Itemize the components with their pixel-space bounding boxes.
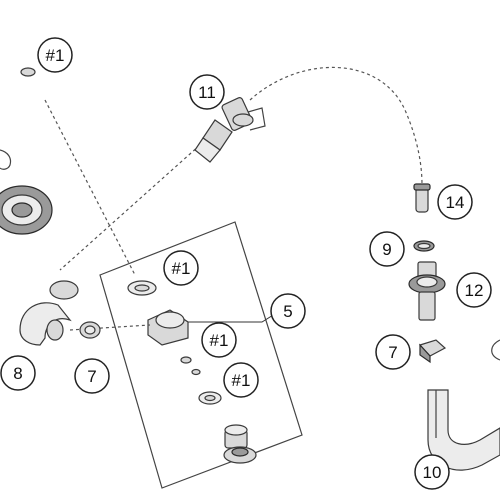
washer-top bbox=[20, 67, 36, 77]
svg-text:5: 5 bbox=[283, 302, 292, 321]
callout-c3: 14 bbox=[437, 184, 473, 220]
part-10-hose bbox=[427, 339, 500, 471]
part-7-clamp-right bbox=[418, 339, 447, 364]
callout-c6: #1 bbox=[163, 250, 199, 286]
leader-dotted-1 bbox=[44, 99, 136, 276]
callout-c2: 11 bbox=[189, 74, 225, 110]
svg-text:14: 14 bbox=[446, 193, 465, 212]
callout-c8: #1 bbox=[201, 322, 237, 358]
part-14-screw bbox=[413, 183, 431, 213]
callout-c13: 10 bbox=[414, 454, 450, 490]
box-contents bbox=[127, 280, 257, 464]
svg-text:7: 7 bbox=[388, 343, 397, 362]
svg-text:#1: #1 bbox=[232, 371, 251, 390]
svg-text:9: 9 bbox=[382, 240, 391, 259]
part-11-valve bbox=[194, 97, 266, 163]
callout-c10: 8 bbox=[0, 355, 36, 391]
svg-text:7: 7 bbox=[87, 367, 96, 386]
svg-text:12: 12 bbox=[465, 281, 484, 300]
svg-text:#1: #1 bbox=[172, 259, 191, 278]
callout-c7: 5 bbox=[270, 293, 306, 329]
callout-c5: 12 bbox=[456, 272, 492, 308]
leader-dotted-2 bbox=[59, 144, 201, 271]
left-cut-parts bbox=[0, 149, 53, 235]
part-7-clamp-left bbox=[79, 321, 101, 339]
parts-kit-box bbox=[99, 221, 303, 489]
callout-c4: 9 bbox=[369, 231, 405, 267]
svg-text:#1: #1 bbox=[46, 46, 65, 65]
svg-text:#1: #1 bbox=[210, 331, 229, 350]
svg-text:10: 10 bbox=[423, 463, 442, 482]
svg-text:11: 11 bbox=[198, 83, 216, 102]
callout-c11: 7 bbox=[74, 358, 110, 394]
part-8-elbow bbox=[19, 280, 151, 346]
cable-dotted bbox=[249, 66, 423, 186]
part-12-fitting bbox=[408, 261, 446, 321]
callout-c12: 7 bbox=[375, 334, 411, 370]
callout-c9: #1 bbox=[223, 362, 259, 398]
svg-text:8: 8 bbox=[13, 364, 22, 383]
callout-c1: #1 bbox=[37, 37, 73, 73]
